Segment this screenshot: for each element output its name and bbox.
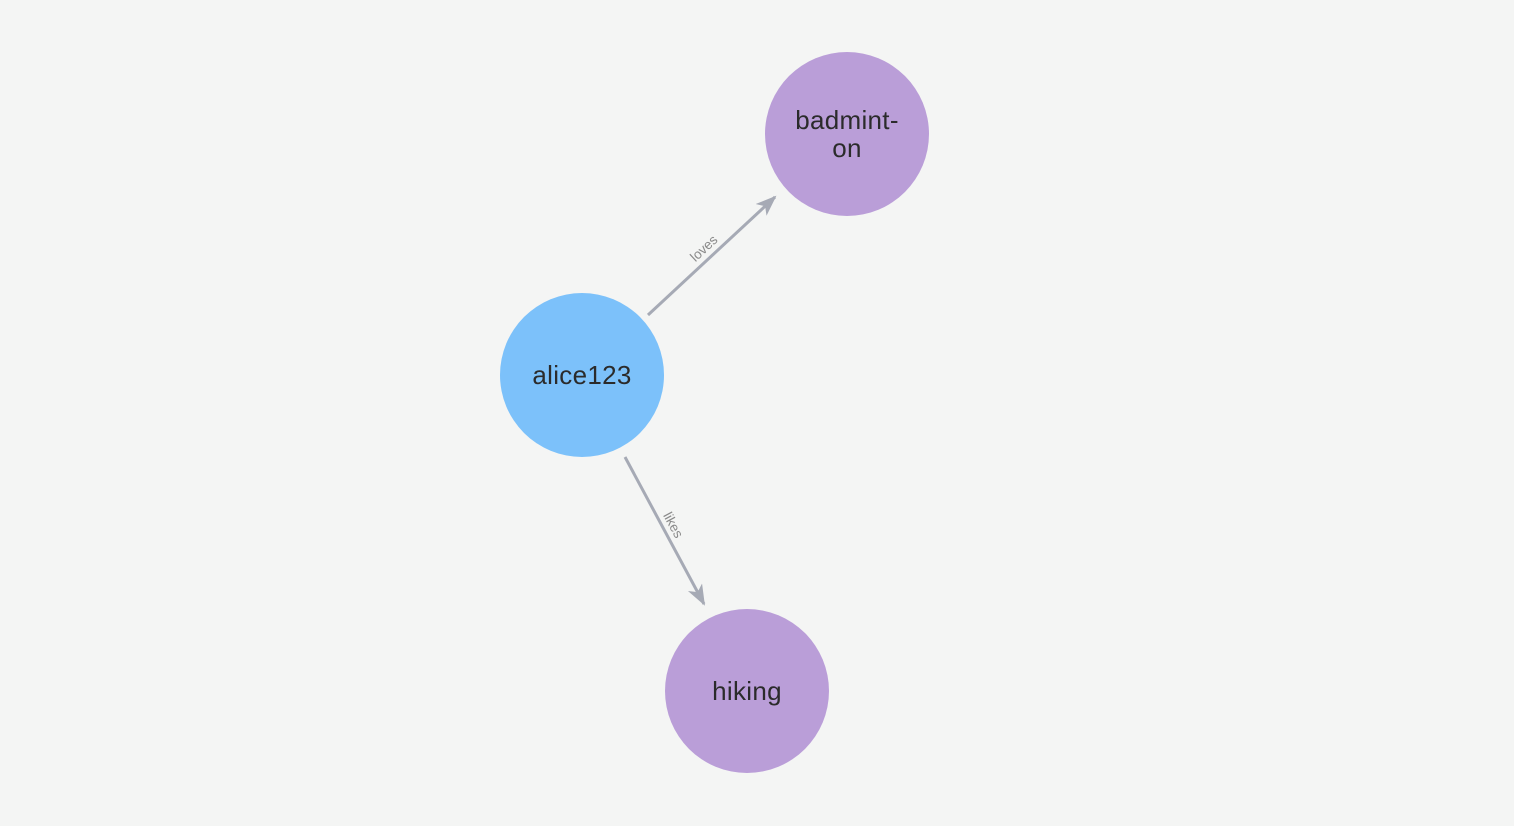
node-alice123[interactable]: alice123 [500,293,664,457]
node-label-badminton: badmint- on [795,104,899,163]
edge-alice123-badminton[interactable]: loves [646,195,777,317]
edge-label-likes[interactable]: likes [660,510,686,541]
node-label-alice123: alice123 [532,359,632,390]
edge-line-loves[interactable] [646,195,777,317]
edge-label-loves[interactable]: loves [687,232,720,265]
edge-line-likes[interactable] [623,456,706,606]
node-hiking[interactable]: hiking [665,609,829,773]
edge-alice123-hiking[interactable]: likes [623,456,706,606]
node-badminton[interactable]: badmint- on [765,52,929,216]
node-label-hiking: hiking [712,675,782,706]
